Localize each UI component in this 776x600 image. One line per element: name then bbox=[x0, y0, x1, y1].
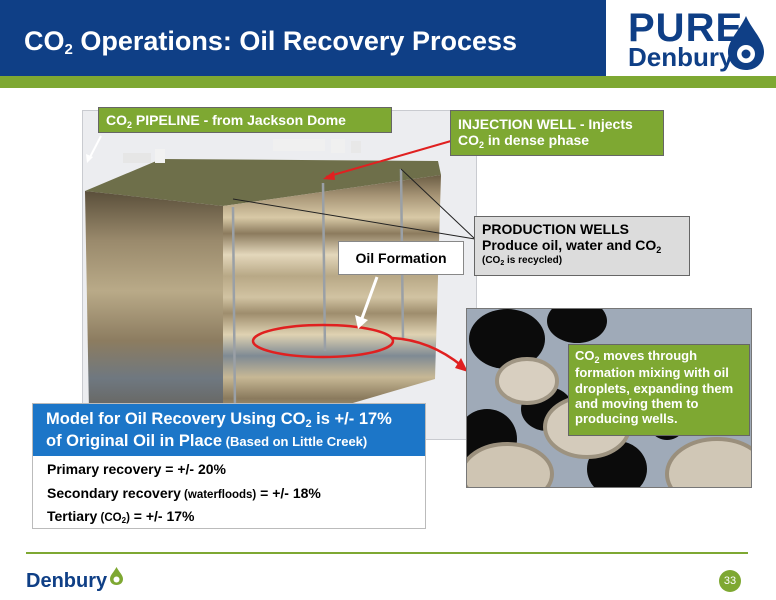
page-number: 33 bbox=[719, 570, 741, 592]
recovery-model-heading: Model for Oil Recovery Using CO2 is +/- … bbox=[33, 404, 425, 456]
oil-drop-icon bbox=[728, 16, 764, 70]
co2-movement-callout: CO2 moves through formation mixing with … bbox=[568, 344, 750, 436]
oil-formation-label: Oil Formation bbox=[338, 241, 464, 275]
footer-divider bbox=[26, 552, 748, 554]
footer-oil-drop-icon bbox=[110, 567, 123, 585]
tertiary-recovery: Tertiary (CO2) = +/- 17% bbox=[47, 508, 195, 525]
logo-denbury-text: Denbury bbox=[628, 42, 734, 72]
primary-recovery: Primary recovery = +/- 20% bbox=[47, 461, 227, 477]
injection-well-callout: INJECTION WELL - Injects CO2 in dense ph… bbox=[450, 110, 664, 156]
footer-logo: Denbury bbox=[26, 570, 108, 592]
slide-title: CO2 Operations: Oil Recovery Process bbox=[24, 26, 518, 58]
pure-denbury-logo: PURE Denbury bbox=[606, 0, 776, 76]
secondary-recovery: Secondary recovery (waterfloods) = +/- 1… bbox=[47, 485, 321, 501]
pipeline-callout: CO2 PIPELINE - from Jackson Dome bbox=[98, 107, 392, 133]
header-stripe bbox=[0, 76, 776, 88]
recovery-model-box: Model for Oil Recovery Using CO2 is +/- … bbox=[32, 403, 426, 529]
production-wells-callout: PRODUCTION WELLS Produce oil, water and … bbox=[474, 216, 690, 276]
logo-pure-text: PURE bbox=[628, 6, 744, 50]
